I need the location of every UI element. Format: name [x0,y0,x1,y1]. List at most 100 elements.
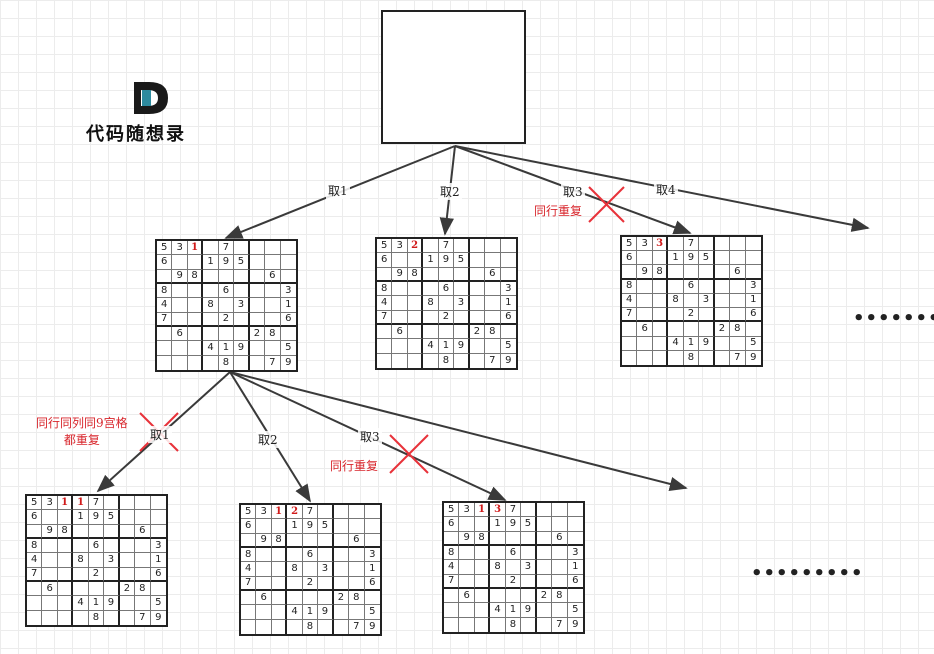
sudoku-cell [57,581,74,597]
sudoku-cell [622,265,638,280]
sudoku-cell [637,308,653,323]
sudoku-cell [423,267,439,282]
sudoku-cell [490,545,506,561]
sudoku-cell [42,510,58,525]
sudoku-cell [500,239,516,254]
sudoku-cell [203,312,219,327]
sudoku-cell [172,298,188,313]
sudoku-cell [135,553,151,568]
sudoku-cell [408,353,424,368]
sudoku-cell [454,353,470,368]
sudoku-cell [423,353,439,368]
sudoku-cell [104,581,120,597]
sudoku-cell [444,588,460,604]
sudoku-cell [73,581,89,597]
sudoku-cell [172,283,188,299]
sudoku-cell [271,590,288,606]
letter-d-logo-icon [134,82,168,114]
sudoku-cell: 8 [684,350,700,365]
sudoku-cell: 7 [349,619,365,634]
sudoku-cell [699,308,715,323]
sudoku-cell: 1 [423,253,439,268]
sudoku-cell: 8 [474,531,491,546]
sudoku-cell [377,339,393,354]
sudoku-cell [730,251,746,266]
sudoku-cell [57,553,74,568]
sudoku-cell: 7 [552,617,568,632]
sudoku-cell: 4 [377,296,393,311]
sudoku-cell [521,617,537,632]
edge-label-top-take4: 取4 [654,181,678,198]
sudoku-cell [302,590,319,606]
sudoku-cell [172,312,188,327]
sudoku-cell: 3 [454,296,470,311]
sudoku-cell [485,281,501,297]
sudoku-cell: 4 [287,605,303,620]
sudoku-cell: 8 [241,547,257,563]
sudoku-cell [249,341,266,356]
sudoku-cell [392,310,408,325]
sudoku-cell [271,605,288,620]
sudoku-cell [668,237,684,252]
sudoku-cell [377,353,393,368]
sudoku-cell: 7 [438,239,455,254]
sudoku-cell [333,505,350,520]
sudoku-cell [637,336,653,351]
sudoku-cell [249,241,266,256]
sudoku-cell: 6 [552,531,568,546]
sudoku-cell: 8 [444,545,460,561]
sudoku-cell: 1 [302,605,319,620]
sudoku-cell: 4 [27,553,43,568]
sudoku-cell: 5 [377,239,393,254]
sudoku-cell [475,617,491,632]
sudoku-cell [485,339,501,354]
sudoku-cell: 6 [364,577,380,591]
sudoku-cell [521,588,537,604]
sudoku-cell: 7 [505,503,522,518]
sudoku-cell [459,517,475,532]
sudoku-cell [552,603,568,618]
sudoku-cell: 6 [280,313,296,327]
sudoku-cell: 3 [699,293,715,309]
sudoku-cell: 8 [187,269,204,284]
sudoku-cell [668,350,684,365]
sudoku-cell: 9 [155,611,162,623]
sudoku-cell [27,596,43,611]
sudoku-cell [459,603,475,618]
sudoku-cell: 5 [444,503,460,518]
sudoku-cell [302,562,319,577]
sudoku-cell [521,545,537,561]
sudoku-cell: 6 [500,311,516,325]
sudoku-cell: 7 [88,496,105,511]
sudoku-cell [349,505,365,520]
ellipsis-bottom: ••••••••• [751,563,864,584]
sudoku-cell [265,312,281,327]
sudoku-cell [218,326,235,342]
sudoku-cell: 8 [423,296,439,311]
sudoku-cell: 7 [730,350,746,365]
sudoku-cell: 9 [505,354,512,366]
sudoku-cell: 7 [302,505,319,520]
sudoku-cell [203,241,219,256]
sudoku-cell [42,610,58,625]
sudoku-cell: 1 [287,519,303,534]
sudoku-cell [474,603,491,618]
sudoku-cell [490,588,506,604]
sudoku-cell [241,590,257,606]
sudoku-cell [88,524,105,539]
sudoku-cell: 1 [218,341,235,356]
sudoku-cell: 2 [469,324,486,340]
sudoku-cell [119,567,136,582]
sudoku-cell [490,531,506,546]
sudoku-cell [459,574,475,589]
sudoku-cell: 9 [392,267,408,282]
sudoku-cell [104,524,120,539]
sudoku-cell [150,510,166,525]
sudoku-cell: 5 [104,510,120,525]
sudoku-cell [469,310,486,325]
ellipsis-top: ••••••••• [853,308,934,329]
sudoku-cell [730,293,746,309]
